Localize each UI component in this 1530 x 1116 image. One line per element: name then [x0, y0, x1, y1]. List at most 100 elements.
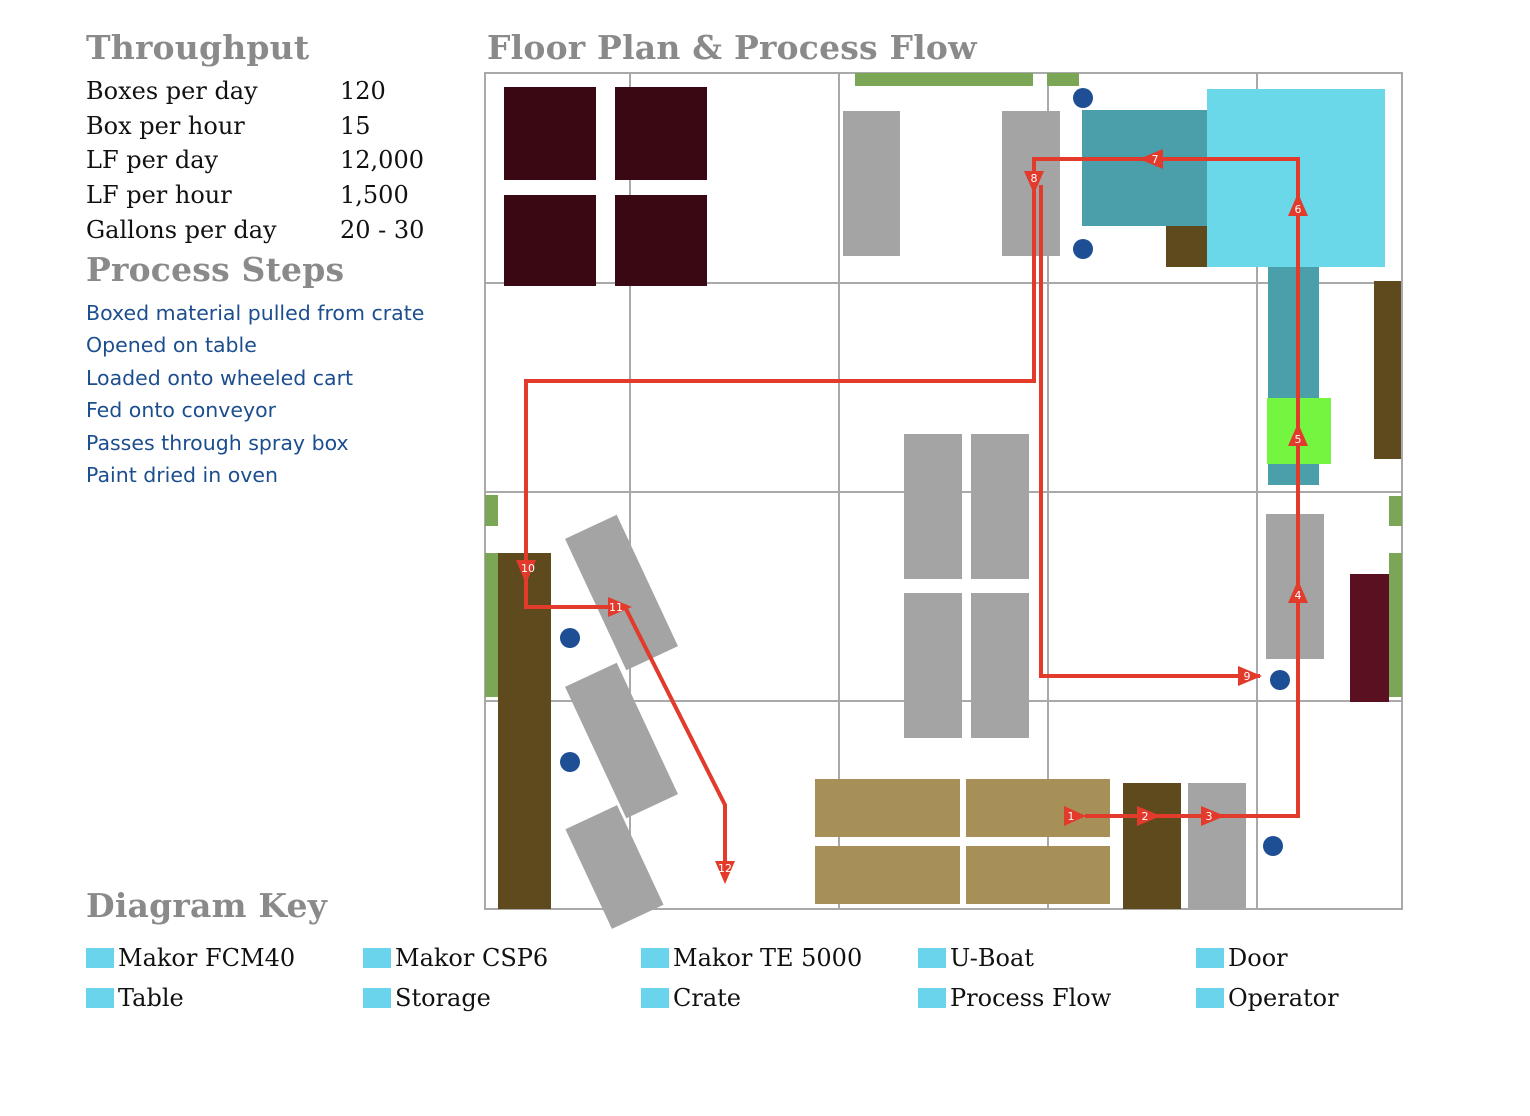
throughput-value: 120 — [340, 77, 386, 106]
flow-marker: 9 — [1238, 666, 1262, 686]
throughput-heading: Throughput — [86, 28, 310, 67]
u-boat — [1266, 514, 1324, 659]
crate — [1350, 574, 1389, 702]
key-swatch — [363, 948, 391, 968]
storage-rack — [498, 553, 551, 909]
key-swatch — [1196, 988, 1224, 1008]
key-label: Makor FCM40 — [118, 944, 296, 972]
key-swatch — [86, 988, 114, 1008]
key-label: Table — [118, 984, 184, 1012]
u-boat — [1188, 783, 1246, 909]
door — [1047, 73, 1079, 86]
key-swatch — [1196, 948, 1224, 968]
flow-markers: 1 2 3 4 5 6 7 8 — [516, 149, 1308, 884]
flow-step-label: 12 — [718, 862, 732, 875]
crate — [504, 87, 596, 180]
key-item: Table — [86, 984, 184, 1012]
key-label: Operator — [1228, 984, 1339, 1012]
flow-path — [524, 157, 1300, 872]
flow-step-label: 8 — [1031, 172, 1038, 185]
crate — [615, 195, 707, 286]
u-boat — [904, 434, 962, 579]
flow-marker: 12 — [715, 861, 735, 884]
flow-marker: 3 — [1201, 806, 1225, 826]
process-flow — [524, 157, 1300, 872]
crate — [504, 195, 596, 286]
flow-marker: 1 — [1064, 806, 1086, 826]
flow-marker: 6 — [1288, 193, 1308, 216]
flow-step-label: 7 — [1152, 153, 1159, 166]
throughput-value: 15 — [340, 111, 371, 140]
door — [1389, 553, 1402, 697]
flow-step-label: 6 — [1295, 203, 1302, 216]
door — [1389, 496, 1402, 526]
diagram-key-heading: Diagram Key — [86, 886, 328, 925]
process-steps-heading: Process Steps — [86, 250, 345, 289]
diagram-key: Makor FCM40 Makor CSP6 Makor TE 5000 U-B… — [86, 944, 1466, 1024]
throughput-row: Boxes per day 120 — [86, 74, 424, 109]
crates — [504, 87, 1389, 702]
flow-marker: 7 — [1139, 149, 1163, 169]
floor-plan-heading: Floor Plan & Process Flow — [487, 28, 977, 67]
operator — [560, 628, 580, 648]
tables — [815, 779, 1110, 904]
process-step: Fed onto conveyor — [86, 398, 277, 423]
throughput-value: 12,000 — [340, 146, 424, 175]
table — [966, 846, 1110, 904]
flow-step-label: 2 — [1142, 810, 1149, 823]
throughput-label: Box per hour — [86, 111, 245, 140]
door — [855, 73, 1033, 86]
flow-step-label: 11 — [609, 601, 623, 614]
key-swatch — [641, 988, 669, 1008]
key-label: U-Boat — [950, 944, 1034, 972]
flow-step-label: 10 — [521, 562, 535, 575]
key-item: Makor TE 5000 — [641, 944, 862, 972]
throughput-row: LF per hour 1,500 — [86, 178, 424, 213]
table — [966, 779, 1110, 837]
process-step: Passes through spray box — [86, 430, 349, 455]
door — [485, 495, 498, 526]
crate — [615, 87, 707, 180]
flow-marker: 11 — [608, 597, 632, 617]
flow-marker: 10 — [516, 560, 536, 584]
flow-step-label: 9 — [1244, 670, 1251, 683]
flow-marker: 2 — [1137, 806, 1161, 826]
key-swatch — [641, 948, 669, 968]
key-item: Door — [1196, 944, 1288, 972]
throughput-row: Gallons per day 20 - 30 — [86, 212, 424, 247]
operator — [1073, 88, 1093, 108]
throughput-label: LF per day — [86, 146, 219, 175]
flow-step-label: 4 — [1295, 589, 1302, 602]
throughput-value: 20 - 30 — [340, 215, 425, 244]
u-boat — [565, 805, 664, 929]
process-step: Loaded onto wheeled cart — [86, 365, 354, 390]
process-step: Paint dried in oven — [86, 462, 279, 487]
throughput-row: Box per hour 15 — [86, 109, 424, 144]
door — [485, 553, 498, 697]
flow-step-label: 5 — [1295, 433, 1302, 446]
key-swatch — [918, 948, 946, 968]
throughput-table: Boxes per day 120 Box per hour 15 LF per… — [86, 74, 424, 247]
key-label: Door — [1228, 944, 1288, 972]
u-boat — [565, 514, 678, 671]
key-label: Process Flow — [950, 984, 1112, 1012]
storage-rack — [1166, 226, 1208, 267]
key-swatch — [86, 948, 114, 968]
key-item: Storage — [363, 984, 491, 1012]
key-label: Makor TE 5000 — [673, 944, 863, 972]
key-item: Process Flow — [918, 984, 1111, 1012]
key-item: Makor CSP6 — [363, 944, 548, 972]
throughput-row: LF per day 12,000 — [86, 143, 424, 178]
storage — [498, 226, 1401, 909]
doors — [485, 73, 1402, 697]
process-step: Boxed material pulled from crate — [86, 301, 425, 325]
flow-marker: 8 — [1024, 171, 1044, 194]
key-item: U-Boat — [918, 944, 1034, 972]
key-item: Operator — [1196, 984, 1339, 1012]
key-swatch — [363, 988, 391, 1008]
operator — [1263, 836, 1283, 856]
key-item: Crate — [641, 984, 741, 1012]
flow-marker: 5 — [1288, 423, 1308, 446]
operator — [1073, 239, 1093, 259]
flow-marker: 4 — [1288, 580, 1308, 603]
